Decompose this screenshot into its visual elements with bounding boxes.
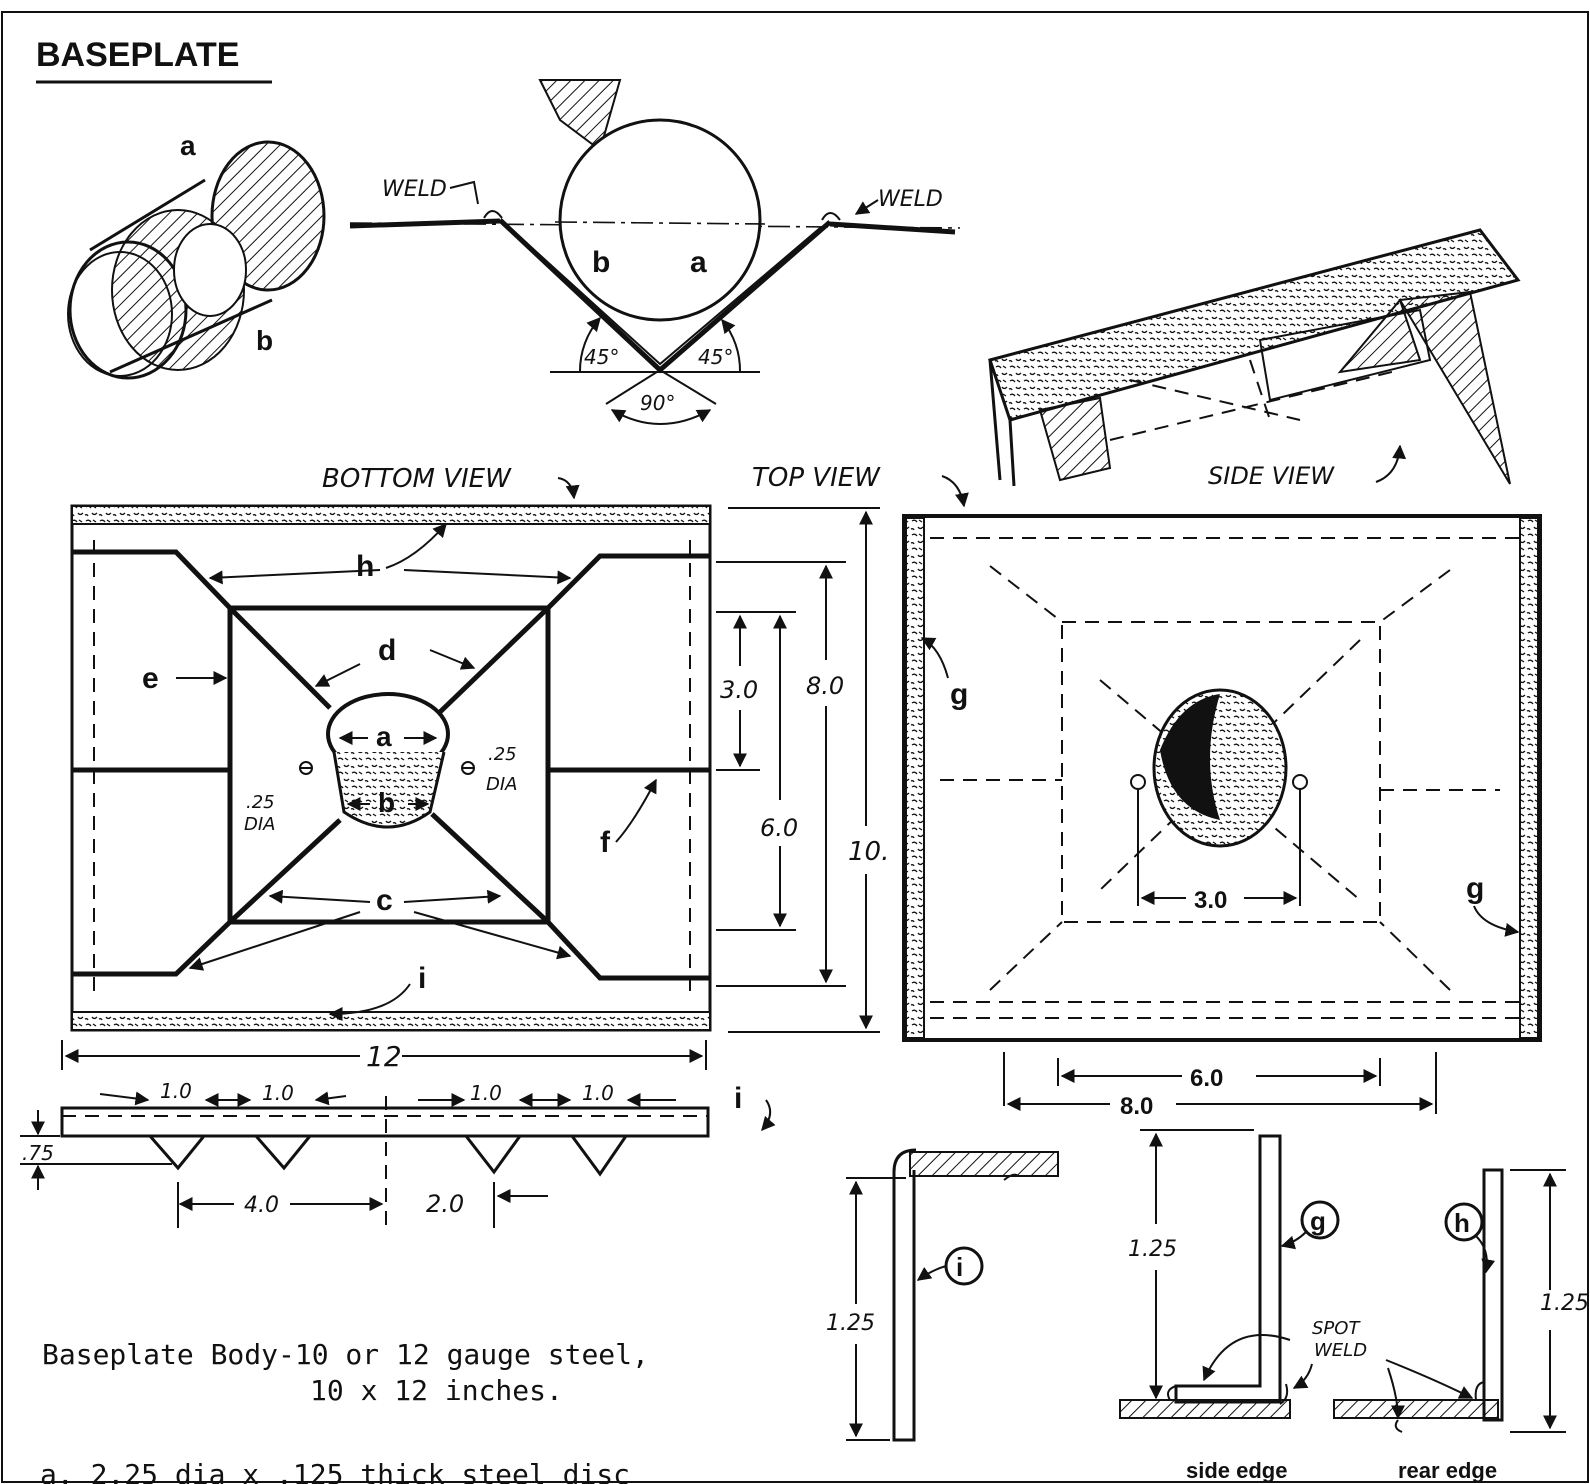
section-g-caption: side edge	[1186, 1458, 1287, 1483]
cup-label-a: a	[180, 130, 196, 161]
top-label-g-left: g	[950, 678, 968, 711]
bottom-view-caption: BOTTOM VIEW	[322, 464, 512, 494]
hole-left-unit: DIA	[244, 814, 275, 835]
label-b: b	[378, 787, 395, 818]
hole-right-unit: DIA	[486, 774, 517, 795]
flange-label-i: i	[734, 1082, 742, 1115]
page-title: BASEPLATE	[36, 36, 239, 74]
hole-right-size: .25	[488, 744, 517, 765]
dim-12: 12	[366, 1040, 402, 1073]
top-dim-6: 6.0	[1190, 1065, 1223, 1092]
top-dim-8: 8.0	[1120, 1093, 1153, 1120]
flange-dim-depth: .75	[22, 1141, 54, 1165]
seat-label-a: a	[690, 246, 707, 279]
section-h-caption: rear edge	[1398, 1458, 1497, 1483]
section-h	[1333, 1168, 1566, 1433]
dim-6: 6.0	[760, 814, 798, 842]
bottom-view-drawing	[70, 504, 712, 1032]
spot-weld-line1: SPOT	[1312, 1318, 1361, 1339]
note-line1: Baseplate Body-10 or 12 gauge steel,	[42, 1338, 649, 1371]
bottom-view-pointer	[557, 477, 580, 500]
flange-dim-3: 1.0	[470, 1081, 502, 1105]
flange-dim-4-0: 4.0	[244, 1193, 279, 1218]
angle-right: 45°	[698, 345, 733, 369]
page-border	[1, 11, 1589, 1483]
cup-perspective-sketch	[67, 140, 326, 380]
note-item-a: a. 2.25 dia x .125 thick steel disc	[40, 1458, 630, 1484]
label-f: f	[600, 826, 611, 859]
dim-3: 3.0	[720, 676, 758, 704]
weld-label-right: WELD	[878, 187, 943, 212]
section-h-dim: 1.25	[1540, 1291, 1589, 1316]
flange-dim-2-0: 2.0	[426, 1190, 464, 1218]
section-i-dim: 1.25	[826, 1311, 875, 1336]
hole-left-size: .25	[246, 792, 275, 813]
label-e: e	[142, 662, 159, 695]
top-label-g-right: g	[1466, 872, 1484, 905]
v-seat-section	[349, 79, 961, 425]
top-view-caption: TOP VIEW	[752, 463, 881, 493]
flange-dim-4: 1.0	[582, 1081, 614, 1105]
spot-weld-line2: WELD	[1314, 1340, 1367, 1361]
seat-label-b: b	[592, 246, 610, 279]
dim-8: 8.0	[806, 672, 844, 700]
bottom-view-dimensions	[61, 507, 880, 1070]
section-i	[846, 1148, 1059, 1442]
side-view-pointer	[1375, 444, 1407, 483]
top-view-pointer	[941, 475, 969, 508]
dim-10: 10.	[848, 837, 889, 867]
section-g-label: g	[1310, 1206, 1326, 1236]
angle-bottom: 90°	[640, 391, 675, 415]
top-dim-hole-spacing: 3.0	[1194, 887, 1227, 914]
label-a: a	[376, 721, 392, 752]
side-view-caption: SIDE VIEW	[1208, 462, 1335, 490]
flange-i-profile	[20, 1091, 776, 1230]
side-view-sketch	[988, 228, 1521, 487]
top-view-drawing	[902, 514, 1542, 1114]
flange-dim-2: 1.0	[262, 1081, 294, 1105]
weld-label-left: WELD	[382, 177, 447, 202]
section-h-label: h	[1454, 1208, 1470, 1238]
flange-dim-1: 1.0	[160, 1079, 192, 1103]
angle-left: 45°	[584, 345, 619, 369]
label-d: d	[378, 634, 396, 667]
label-i: i	[418, 962, 426, 995]
section-g	[1119, 1129, 1340, 1419]
cup-label-b: b	[256, 325, 273, 356]
label-c: c	[376, 884, 393, 917]
label-h: h	[356, 550, 374, 583]
section-i-label: i	[956, 1252, 963, 1282]
note-line2: 10 x 12 inches.	[310, 1374, 563, 1407]
section-g-dim: 1.25	[1128, 1237, 1177, 1262]
